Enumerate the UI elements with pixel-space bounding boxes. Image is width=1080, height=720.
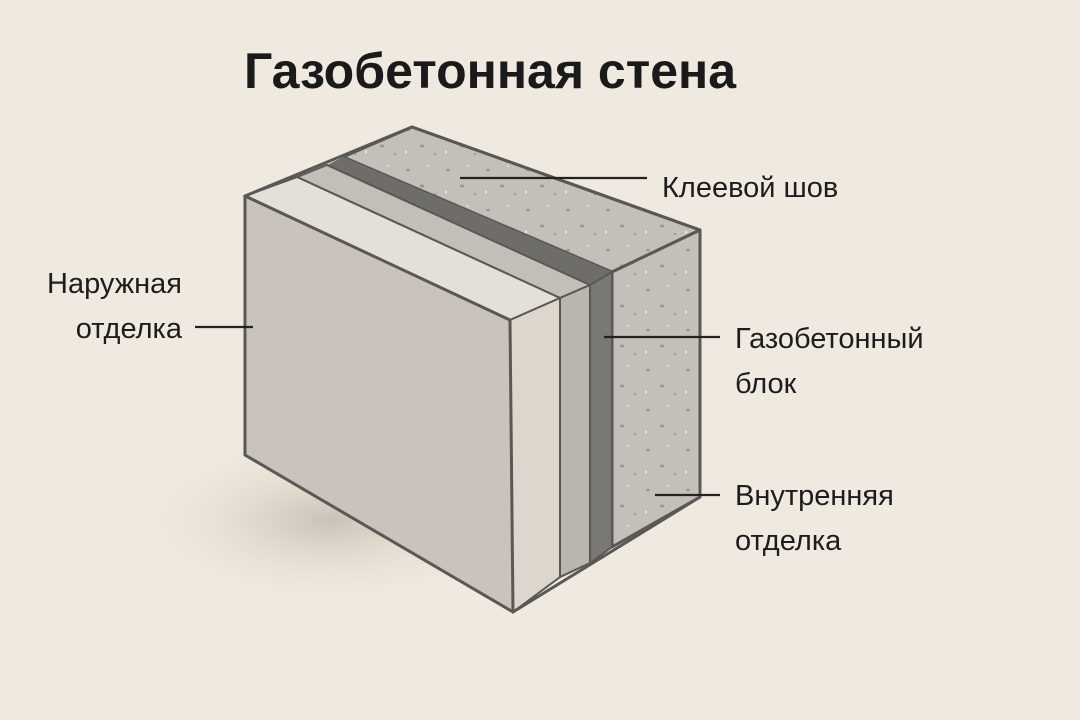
- label-inner-finish-line2: отделка: [735, 525, 842, 557]
- label-inner-finish-line1: Внутренняя: [735, 480, 894, 512]
- glue-seam-side: [589, 270, 613, 565]
- outer-finish-side: [508, 296, 561, 614]
- block-outline: [244, 125, 702, 614]
- label-block-line2: блок: [735, 368, 797, 400]
- label-outer-finish-line1: Наружная: [47, 268, 182, 300]
- middle-layer-side: [559, 283, 591, 579]
- block-side-face: [610, 228, 702, 549]
- glue-seam-top: [327, 157, 612, 285]
- label-block-line1: Газобетонный: [735, 323, 924, 355]
- label-glue-seam: Клеевой шов: [662, 172, 838, 204]
- label-outer-finish-line2: отделка: [76, 313, 183, 345]
- diagram-title: Газобетонная стена: [244, 43, 737, 99]
